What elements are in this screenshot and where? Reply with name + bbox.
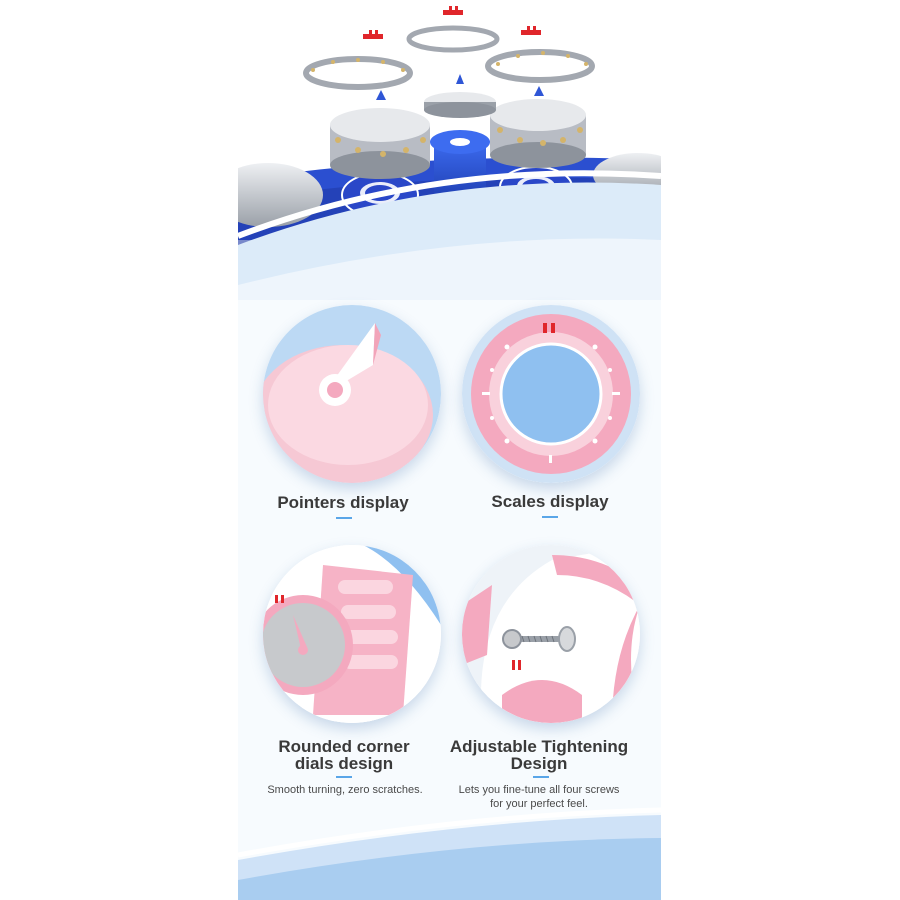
screw-icon bbox=[462, 545, 640, 723]
feature-title-line: Adjustable Tightening bbox=[449, 737, 629, 756]
pointer-dial-icon bbox=[263, 305, 441, 483]
feature-description-line: for your perfect feel. bbox=[490, 798, 588, 810]
scale-ring-icon bbox=[462, 305, 640, 483]
feature-title-scales: Scales display bbox=[491, 492, 609, 511]
feature-description-adjustable: Lets you fine-tune all four screws for y… bbox=[429, 783, 649, 811]
rounded-dials-image bbox=[263, 545, 441, 723]
feature-title-line: Design bbox=[510, 754, 568, 773]
feature-title-line: dials design bbox=[294, 754, 394, 773]
feature-title-adjustable: Adjustable Tightening Design bbox=[439, 738, 639, 772]
feature-title-rounded: Rounded corner dials design bbox=[244, 738, 444, 772]
feature-title-line: Rounded corner bbox=[278, 737, 410, 756]
scales-display-image bbox=[462, 305, 640, 483]
feature-title-pointers: Pointers display bbox=[277, 493, 409, 512]
feature-divider bbox=[336, 776, 352, 778]
top-wave-decoration bbox=[238, 170, 661, 300]
rounded-dial-icon bbox=[263, 545, 441, 723]
feature-divider bbox=[533, 776, 549, 778]
pointers-display-image bbox=[263, 305, 441, 483]
feature-divider bbox=[336, 517, 352, 519]
product-panel: Pointers display Scales display bbox=[238, 0, 661, 900]
feature-description-rounded: Smooth turning, zero scratches. bbox=[267, 784, 423, 796]
feature-divider bbox=[542, 516, 558, 518]
feature-description-line: Lets you fine-tune all four screws bbox=[458, 784, 620, 796]
bottom-wave-decoration bbox=[238, 807, 661, 900]
adjustable-tightening-image bbox=[462, 545, 640, 723]
